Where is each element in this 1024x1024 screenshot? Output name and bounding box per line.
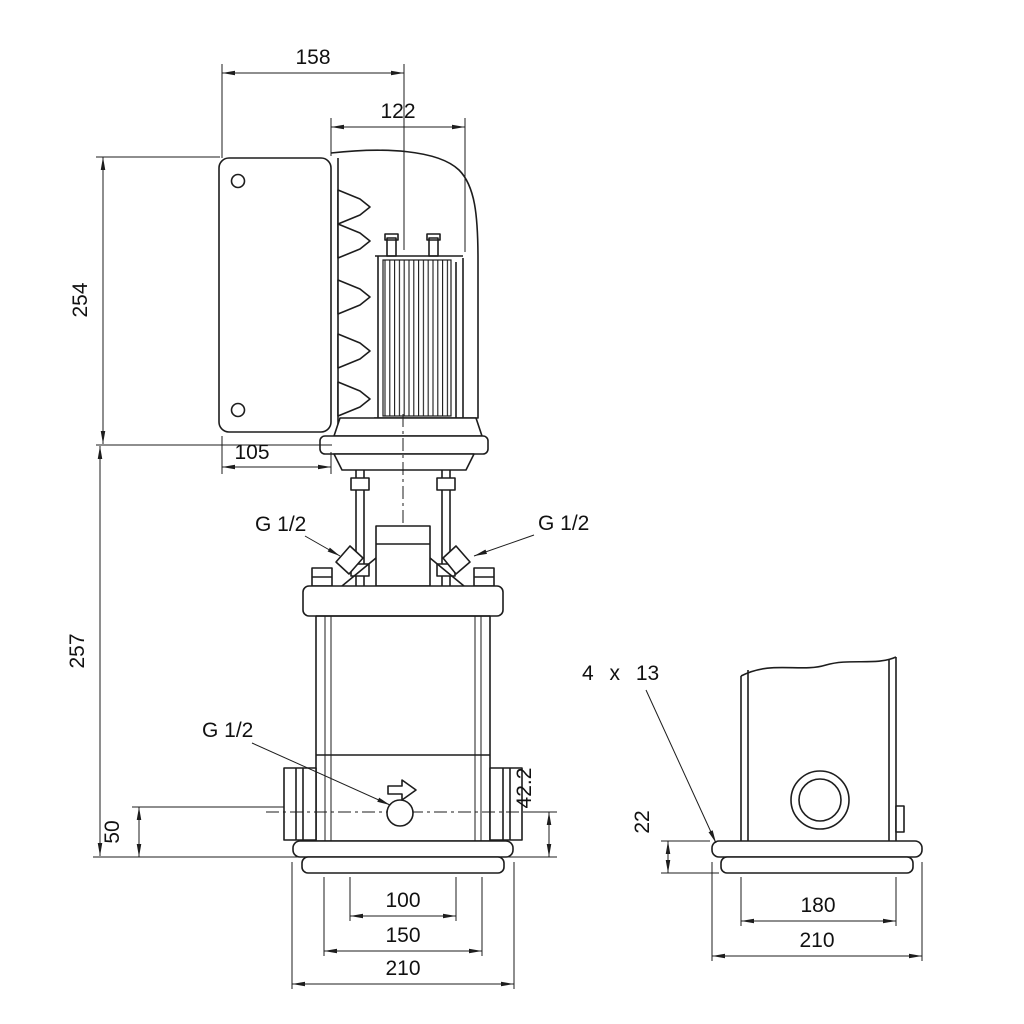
motor-stud [386, 237, 397, 257]
dim-122: 122 [330, 100, 466, 252]
dim-257: 257 [66, 446, 300, 858]
base-foot [301, 856, 505, 874]
motor-stud [428, 237, 439, 257]
dim-42-2: 42.2 [506, 768, 557, 858]
stud-nut [350, 477, 370, 491]
gland-boss [337, 189, 371, 225]
leader-line [645, 689, 717, 844]
terminal-box-screw-top [230, 173, 246, 189]
terminal-box-body [218, 157, 332, 433]
vent-plug-left [335, 545, 364, 575]
dim-254-label: 254 [69, 282, 92, 317]
leader-line [304, 535, 341, 557]
dim-210-side: 210 [711, 862, 923, 961]
g12-side-label: G 1/2 [202, 719, 253, 742]
gland-boss [337, 279, 371, 315]
suction-discharge-ports [266, 767, 542, 841]
dim-180-label: 180 [800, 894, 835, 917]
motor-outline [330, 149, 479, 419]
dim-150: 150 [323, 877, 483, 956]
dim-100-label: 100 [385, 889, 420, 912]
dim-100: 100 [349, 877, 457, 921]
dim-105: 105 [221, 436, 332, 474]
side-tab [895, 805, 905, 833]
g12-top-right-label: G 1/2 [538, 512, 589, 535]
dim-122-label: 122 [380, 100, 415, 123]
motor-cooling-fins [382, 259, 452, 417]
head-flange [302, 585, 504, 617]
port-label-top-right: G 1/2 [473, 512, 589, 557]
side-view-body [711, 656, 923, 874]
dim-150-label: 150 [385, 924, 420, 947]
dim-180: 180 [740, 877, 897, 926]
dim-22: 22 [631, 810, 719, 874]
dim-158: 158 [221, 46, 405, 250]
dim-158-label: 158 [295, 46, 330, 69]
leader-line [473, 534, 535, 557]
port-left [283, 767, 317, 841]
base-front [292, 840, 514, 874]
motor-adapter [319, 417, 489, 471]
base-plate [292, 840, 514, 858]
side-base-plate [711, 840, 923, 858]
g12-top-left-label: G 1/2 [255, 513, 306, 536]
gland-boss [337, 223, 371, 259]
stud-nut [436, 477, 456, 491]
dim-50: 50 [101, 806, 284, 857]
flow-direction-arrow [387, 779, 417, 801]
port-label-side: G 1/2 [202, 719, 391, 806]
dim-210-front: 210 [291, 862, 515, 989]
dim-22-label: 22 [631, 810, 654, 833]
port-label-top-left: G 1/2 [255, 513, 341, 557]
break-line [740, 656, 897, 677]
dim-257-label: 257 [66, 633, 89, 668]
vent-plug-right [442, 545, 471, 575]
motor-stud-cap [426, 233, 441, 241]
dim-210-side-label: 210 [799, 929, 834, 952]
dim-254: 254 [69, 156, 332, 446]
leader-line [251, 742, 391, 806]
side-port-inner [798, 778, 842, 822]
port-right [489, 767, 523, 841]
dim-50-label: 50 [101, 820, 124, 843]
dim-42-2-label: 42.2 [513, 768, 536, 809]
dim-105-label: 105 [234, 441, 269, 464]
gland-boss [337, 333, 371, 369]
side-base-foot [720, 856, 914, 874]
bolt-holes-label: 4 x 13 [582, 662, 659, 685]
dim-210-front-label: 210 [385, 957, 420, 980]
gland-boss [337, 381, 371, 417]
terminal-box-screw-bottom [230, 402, 246, 418]
terminal-box [218, 157, 332, 433]
coupling [375, 525, 431, 587]
motor-stud-cap [384, 233, 399, 241]
cable-gland-strip [337, 158, 371, 430]
drain-port-circle [386, 799, 414, 827]
bolt-holes-callout: 4 x 13 [582, 662, 717, 844]
motor [330, 149, 479, 419]
